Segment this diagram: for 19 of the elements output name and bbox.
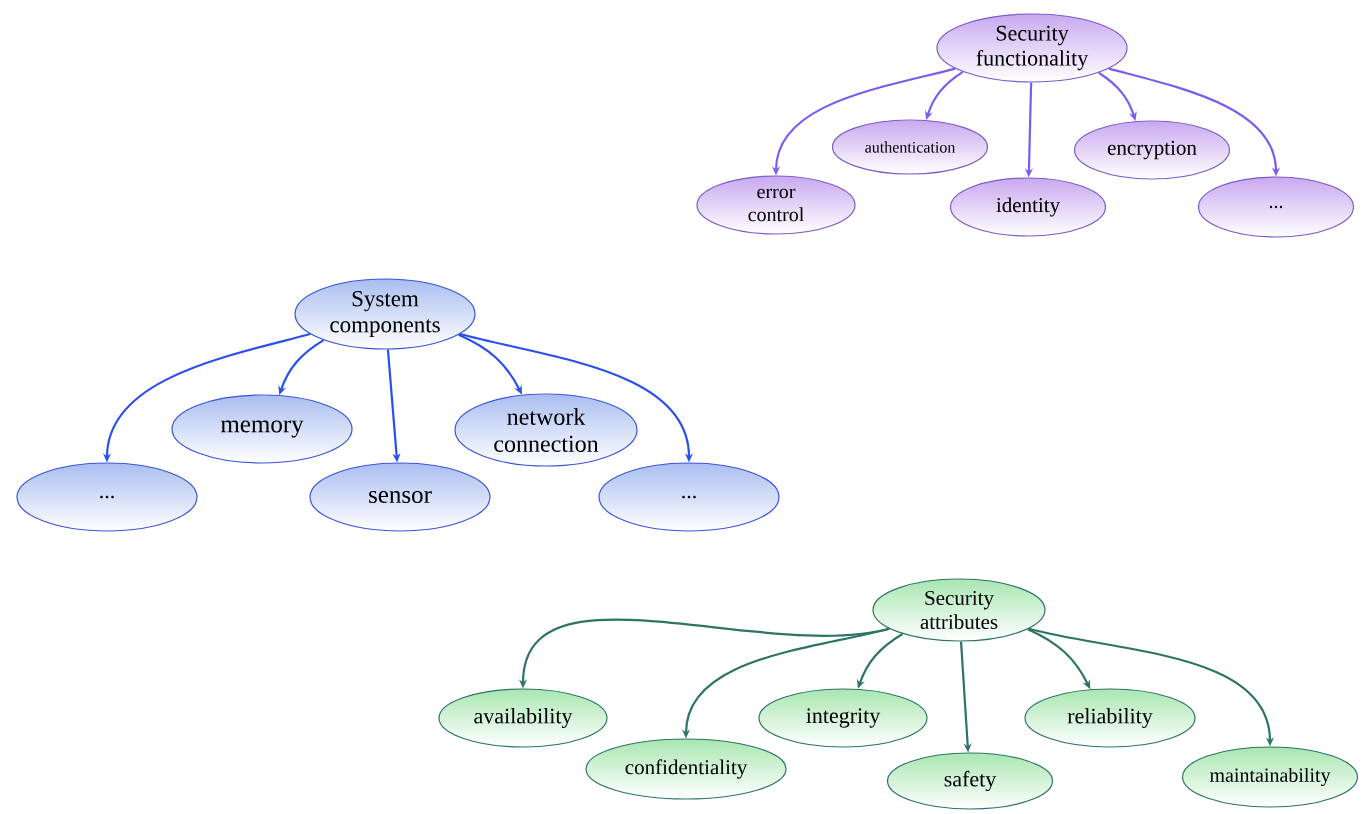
ellipse-node: ... — [16, 462, 198, 532]
ellipse-node: network connection — [454, 393, 638, 467]
ellipse-node: safety — [886, 752, 1054, 810]
ellipse-node: System components — [294, 278, 476, 350]
ellipse-node: ... — [598, 462, 780, 532]
ellipse-node: encryption — [1073, 120, 1231, 180]
ellipse-node: identity — [949, 177, 1107, 237]
ellipse-node: integrity — [758, 688, 928, 748]
ellipse-node: memory — [171, 394, 353, 464]
ellipse-node: error control — [696, 175, 856, 235]
ellipse-node: sensor — [309, 462, 491, 532]
ellipse-node: ... — [1197, 176, 1355, 238]
ellipse-node: reliability — [1024, 688, 1196, 748]
ellipse-node: Security attributes — [872, 578, 1046, 642]
ellipse-node: Security functionality — [936, 13, 1128, 83]
ellipse-node: authentication — [831, 119, 989, 175]
ellipse-node: confidentiality — [585, 738, 787, 800]
ellipse-node: availability — [438, 688, 608, 748]
ellipse-node: maintainability — [1181, 746, 1359, 808]
